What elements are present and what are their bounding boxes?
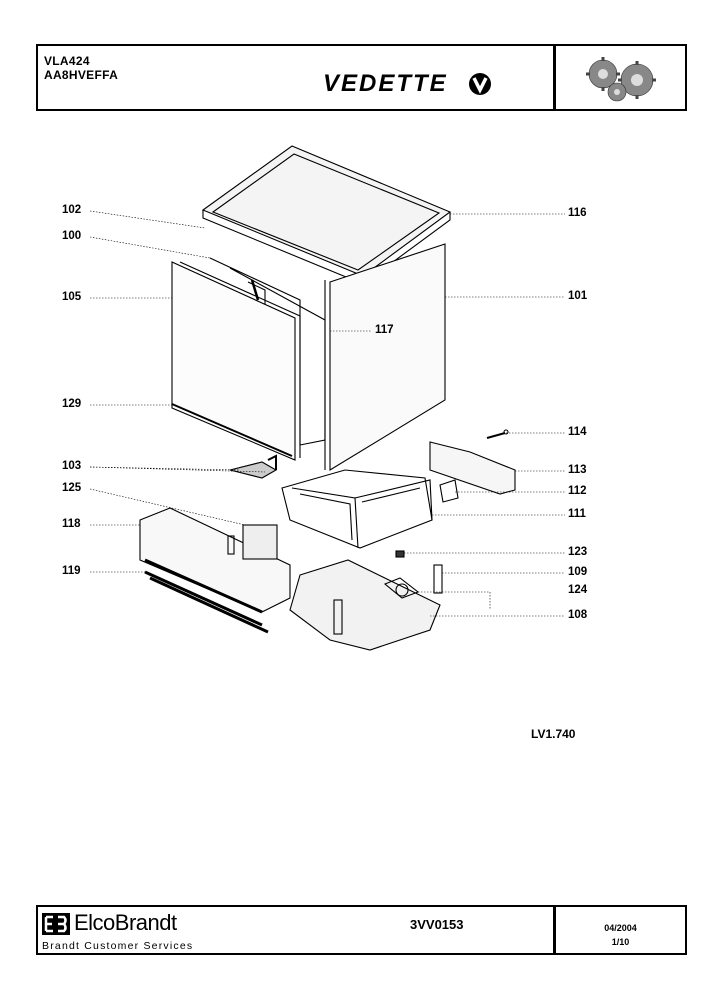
callout-125: 125 <box>62 482 82 494</box>
header-box: VLA424 AA8HVEFFA VEDETTE <box>36 44 687 111</box>
callout-102: 102 <box>62 204 82 216</box>
callout-116: 116 <box>568 207 587 219</box>
callout-124: 124 <box>568 584 588 596</box>
callout-114: 114 <box>568 426 587 438</box>
callout-113: 113 <box>568 464 587 476</box>
model-code: AA8HVEFFA <box>44 68 119 82</box>
callout-111: 111 <box>568 508 586 520</box>
page-number: 1/10 <box>611 937 630 947</box>
part-number: 3VV0153 <box>410 917 464 932</box>
document-reference: LV1.740 <box>531 727 576 741</box>
callout-109: 109 <box>568 566 588 578</box>
exploded-view-diagram <box>89 145 565 651</box>
company-name: ElcoBrandt <box>74 910 177 935</box>
callout-118: 118 <box>62 518 81 530</box>
callout-108: 108 <box>568 609 588 621</box>
callout-129: 129 <box>62 398 82 410</box>
header-divider <box>553 46 556 109</box>
callout-123: 123 <box>568 546 588 558</box>
footer-divider <box>553 907 556 953</box>
company-services: Brandt Customer Services <box>42 940 194 952</box>
brand-name: VEDETTE <box>323 70 448 97</box>
callout-117: 117 <box>375 324 394 336</box>
gears-illustration-icon <box>586 57 656 102</box>
footer-box: ElcoBrandt Brandt Customer Services 3VV0… <box>36 905 687 955</box>
document-date: 04/2004 <box>604 923 637 933</box>
callout-105: 105 <box>62 291 82 303</box>
callout-100: 100 <box>62 230 82 242</box>
model-number: VLA424 <box>44 54 90 68</box>
callout-101: 101 <box>568 290 588 302</box>
callout-103: 103 <box>62 460 82 472</box>
callout-112: 112 <box>568 485 587 497</box>
elcobrandt-logo-icon <box>42 913 70 935</box>
callout-119: 119 <box>62 565 81 577</box>
brand-logo-icon <box>469 73 491 95</box>
